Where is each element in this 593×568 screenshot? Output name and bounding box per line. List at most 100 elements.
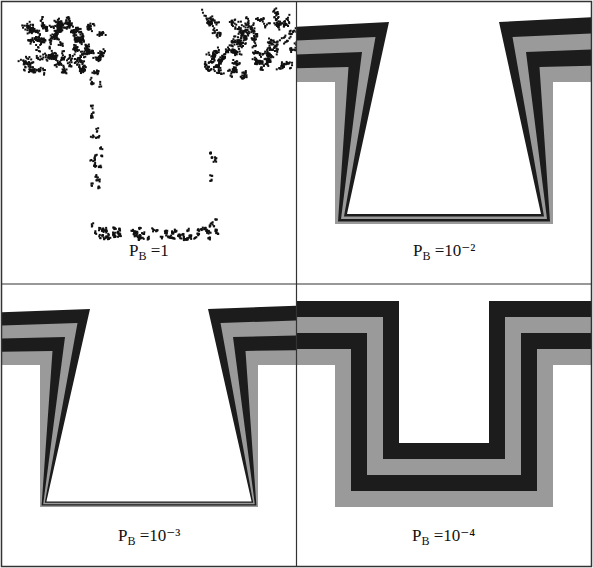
deposit-particle xyxy=(138,227,140,229)
deposit-particle xyxy=(283,66,285,68)
deposit-particle xyxy=(216,50,218,52)
deposit-particle xyxy=(45,30,47,32)
deposit-particle xyxy=(217,233,219,235)
deposit-particle xyxy=(294,42,296,44)
deposit-particle xyxy=(263,23,265,25)
deposit-particle xyxy=(210,56,212,58)
deposit-particle xyxy=(286,61,288,63)
deposit-particle xyxy=(283,65,285,67)
deposit-particle xyxy=(278,29,280,31)
deposit-particle xyxy=(95,137,97,139)
deposit-particle xyxy=(289,67,291,69)
deposit-particle xyxy=(80,39,82,41)
deposit-particle xyxy=(213,61,215,63)
deposit-particle xyxy=(292,30,294,32)
deposit-particle xyxy=(238,31,240,33)
deposit-particle xyxy=(164,232,166,234)
deposit-particle xyxy=(31,37,33,39)
deposit-particle xyxy=(276,68,278,70)
deposit-particle xyxy=(61,43,63,45)
deposit-particle xyxy=(257,61,259,63)
deposit-particle xyxy=(52,53,54,55)
deposit-particle xyxy=(38,40,40,42)
deposit-particle xyxy=(264,52,266,54)
deposit-particle xyxy=(231,51,233,53)
deposit-particle xyxy=(90,52,92,54)
deposit-particle xyxy=(227,46,229,48)
deposit-particle xyxy=(92,57,94,59)
deposit-particle xyxy=(26,63,28,65)
deposit-particle xyxy=(243,25,245,27)
deposit-particle xyxy=(44,39,46,41)
deposit-particle xyxy=(54,25,56,27)
deposit-particle xyxy=(261,54,263,56)
deposit-particle xyxy=(259,60,261,62)
deposit-particle xyxy=(234,35,236,37)
deposit-particle xyxy=(244,35,246,37)
deposit-particle xyxy=(90,28,92,30)
deposit-particle xyxy=(57,38,59,40)
deposit-particle xyxy=(87,27,89,29)
deposit-particle xyxy=(260,68,262,70)
deposit-particle xyxy=(224,56,226,58)
deposit-particle xyxy=(240,40,242,42)
deposit-particle xyxy=(239,63,241,65)
deposit-particle xyxy=(243,76,245,78)
deposit-particle xyxy=(55,59,57,61)
deposit-particle xyxy=(34,68,36,70)
deposit-particle xyxy=(204,227,206,229)
deposit-particle xyxy=(268,45,270,47)
deposit-particle xyxy=(35,69,37,71)
deposit-particle xyxy=(75,51,77,53)
deposit-particle xyxy=(288,33,290,35)
deposit-particle xyxy=(37,46,39,48)
deposit-particle xyxy=(67,62,69,64)
deposit-particle xyxy=(100,34,102,36)
deposit-particle xyxy=(86,46,88,48)
deposit-particle xyxy=(224,53,226,55)
deposit-particle xyxy=(62,45,64,47)
deposit-particle xyxy=(97,179,99,181)
deposit-particle xyxy=(103,52,105,54)
deposit-particle xyxy=(231,41,233,43)
deposit-particle xyxy=(76,46,78,48)
deposit-particle xyxy=(32,24,34,26)
deposit-particle xyxy=(87,24,89,26)
deposit-particle xyxy=(80,60,82,62)
deposit-particle xyxy=(28,66,30,68)
deposit-particle xyxy=(208,54,210,56)
deposit-particle xyxy=(252,52,254,54)
deposit-particle xyxy=(276,53,278,55)
deposit-particle xyxy=(42,41,44,43)
deposit-particle xyxy=(59,41,61,43)
deposit-particle xyxy=(246,29,248,31)
deposit-particle xyxy=(31,69,33,71)
deposit-particle xyxy=(84,69,86,71)
deposit-particle xyxy=(49,57,51,59)
deposit-particle xyxy=(232,21,234,23)
deposit-particle xyxy=(38,47,40,49)
deposit-particle xyxy=(235,53,237,55)
deposit-particle xyxy=(101,148,103,150)
deposit-particle xyxy=(30,41,32,43)
deposit-particle xyxy=(100,53,102,55)
deposit-particle xyxy=(271,42,273,44)
dendritic-deposit xyxy=(18,7,296,241)
film-band xyxy=(297,333,591,567)
deposit-particle xyxy=(79,31,81,33)
deposit-particle xyxy=(265,58,267,60)
deposit-particle xyxy=(212,25,214,27)
deposit-particle xyxy=(286,40,288,42)
deposit-particle xyxy=(32,24,34,26)
deposit-particle xyxy=(269,47,271,49)
deposit-particle xyxy=(90,105,92,107)
deposit-particle xyxy=(55,53,57,55)
deposit-particle xyxy=(67,22,69,24)
deposit-particle xyxy=(70,31,72,33)
deposit-particle xyxy=(231,23,233,25)
deposit-particle xyxy=(210,16,212,18)
deposit-particle xyxy=(211,157,213,159)
deposit-particle xyxy=(97,136,99,138)
deposit-particle xyxy=(283,23,285,25)
deposit-particle xyxy=(254,39,256,41)
